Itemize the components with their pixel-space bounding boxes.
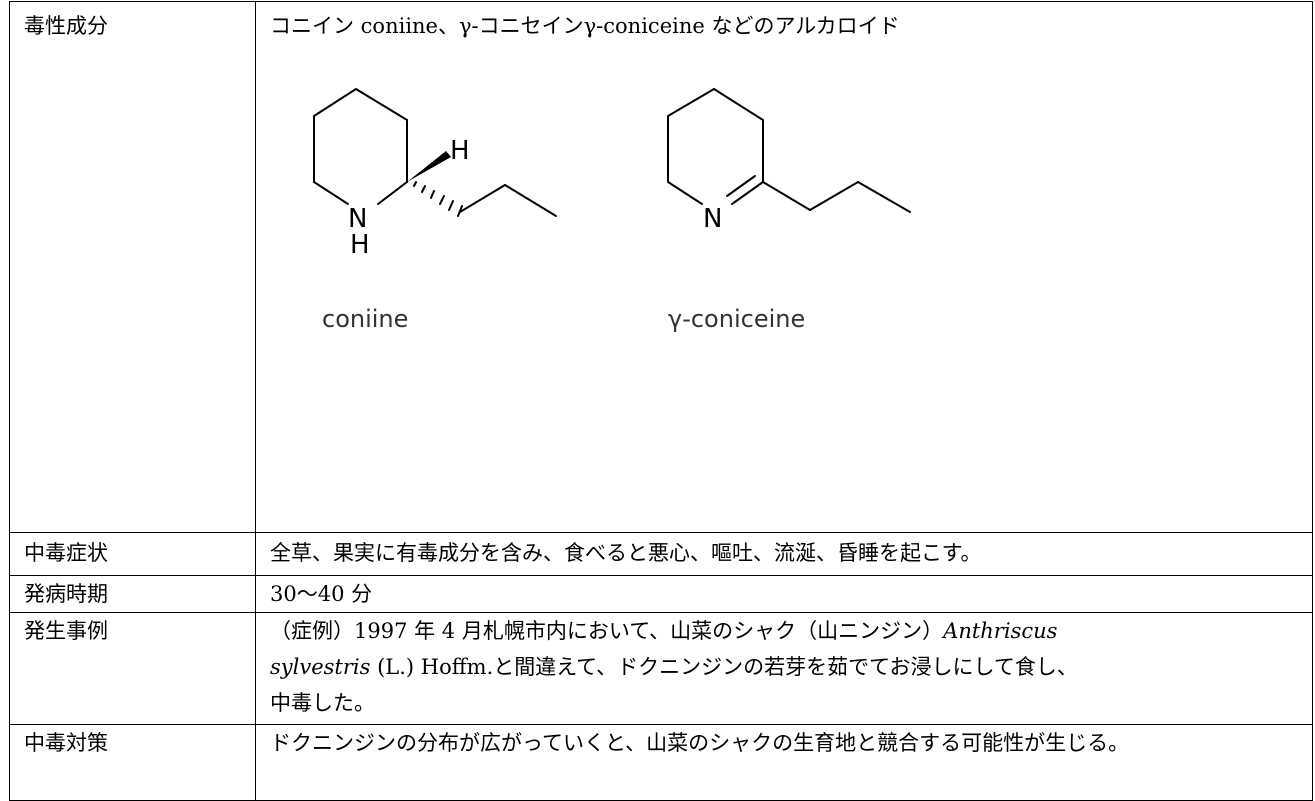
cell-onset-time: 30〜40 分: [255, 575, 1313, 613]
row-onset-time: 発病時期 30〜40 分: [9, 575, 1313, 613]
label-symptoms: 中毒症状: [9, 532, 256, 576]
cell-case-example: （症例）1997 年 4 月札幌市内において、山菜のシャク（山ニンジン）Anth…: [255, 612, 1313, 725]
gamma-coniceine-label: γ-coniceine: [668, 305, 805, 333]
case-text-3: 中毒した。: [270, 691, 375, 715]
label-onset-time: 発病時期: [9, 575, 256, 613]
coniine-atom-n: N: [348, 204, 367, 234]
label-toxic-components: 毒性成分: [9, 1, 256, 533]
toxic-components-text: コニイン coniine、γ-コニセインγ-coniceine などのアルカロイ…: [270, 14, 900, 38]
case-text-1: （症例）1997 年 4 月札幌市内において、山菜のシャク（山ニンジン）: [270, 619, 944, 643]
gamma-coniceine-atom-n: N: [703, 204, 722, 234]
case-text-2: (L.) Hoffm.と間違えて、ドクニンジンの若芽を茹でてお浸しにして食し、: [370, 655, 1078, 679]
label-countermeasure: 中毒対策: [9, 724, 256, 801]
row-countermeasure: 中毒対策 ドクニンジンの分布が広がっていくと、山菜のシャクの生育地と競合する可能…: [9, 724, 1313, 801]
label-case-example: 発生事例: [9, 612, 256, 725]
structure-diagram: N H H coniine: [313, 88, 911, 333]
coniine-atom-h-top: H: [450, 136, 470, 166]
cell-symptoms: 全草、果実に有毒成分を含み、食べると悪心、嘔吐、流涎、昏睡を起こす。: [255, 532, 1313, 576]
row-toxic-components: 毒性成分 コニイン coniine、γ-コニセインγ-coniceine などの…: [9, 1, 1313, 533]
coniine-atom-h-bottom: H: [350, 230, 370, 260]
case-sci-genus: Anthriscus: [943, 619, 1058, 643]
poison-info-table: 毒性成分 コニイン coniine、γ-コニセインγ-coniceine などの…: [9, 1, 1313, 801]
coniine-label: coniine: [322, 305, 408, 333]
case-sci-species: sylvestris: [270, 655, 371, 679]
chemical-structures: N H H coniine: [270, 64, 990, 364]
cell-toxic-components: コニイン coniine、γ-コニセインγ-coniceine などのアルカロイ…: [255, 1, 1313, 533]
row-case-example: 発生事例 （症例）1997 年 4 月札幌市内において、山菜のシャク（山ニンジン…: [9, 612, 1313, 725]
cell-countermeasure: ドクニンジンの分布が広がっていくと、山菜のシャクの生育地と競合する可能性が生じる…: [255, 724, 1313, 801]
row-symptoms: 中毒症状 全草、果実に有毒成分を含み、食べると悪心、嘔吐、流涎、昏睡を起こす。: [9, 532, 1313, 576]
gamma-coniceine-structure: N γ-coniceine: [667, 88, 911, 333]
coniine-structure: N H H coniine: [313, 88, 557, 333]
